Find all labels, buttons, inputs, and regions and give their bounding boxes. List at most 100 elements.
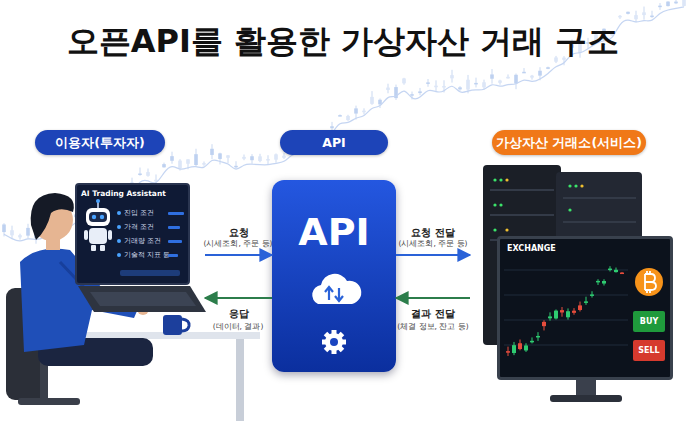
exchange-candles — [592, 291, 593, 297]
server-racks — [563, 221, 636, 223]
office-chair — [40, 360, 48, 400]
button-label: SELL — [633, 340, 665, 361]
arrow-detail: (체결 정보, 잔고 등) — [397, 322, 468, 332]
arrow-label: 결과 전달 — [411, 307, 454, 321]
background-candles — [570, 44, 574, 47]
background-candles — [410, 94, 414, 96]
exchange-candles — [610, 266, 611, 271]
background-candles — [26, 228, 30, 236]
server-racks — [493, 178, 577, 231]
background-candles — [242, 157, 246, 159]
background-candles — [346, 116, 350, 120]
background-candles — [338, 115, 342, 117]
robot-icon — [100, 245, 105, 251]
background-candles — [682, 0, 686, 6]
bitcoin-icon — [635, 268, 663, 296]
exchange-candles — [614, 270, 618, 272]
background-candles — [236, 161, 237, 169]
background-candles — [202, 163, 206, 165]
server-racks — [563, 197, 636, 199]
robot-icon — [84, 199, 112, 251]
exchange-candles — [604, 279, 605, 285]
laptop-screen: AI Trading Assistant진입 조건가격 조건거래량 조건기술적 … — [75, 183, 190, 285]
section-pill: 가상자산 거래소(서비스) — [492, 130, 646, 155]
user-region: 이용자(투자자) AI Trading Assistant진입 조건가격 조건거래… — [10, 128, 205, 420]
coffee-mug — [182, 319, 189, 331]
sell-button: SELL — [633, 340, 665, 361]
exchange-candles — [586, 297, 587, 305]
office-chair — [18, 398, 80, 405]
robot-icon — [108, 230, 112, 240]
api-label: API — [272, 210, 396, 254]
background-candles — [178, 161, 182, 169]
background-candles — [258, 156, 262, 161]
coffee-mug — [163, 315, 182, 335]
robot-icon — [86, 208, 110, 226]
exchange-candles — [518, 343, 522, 349]
exchange-candles — [554, 311, 558, 319]
exchange-candles — [504, 295, 628, 296]
background-candles — [450, 75, 454, 78]
background-candles — [370, 97, 374, 104]
background-candles — [434, 86, 438, 88]
cloud-sync-icon — [312, 274, 361, 304]
gear-icon — [322, 340, 346, 345]
api-box: API — [272, 180, 396, 372]
robot-icon — [92, 215, 96, 219]
background-candles — [642, 12, 646, 15]
exchange-candles — [566, 311, 570, 317]
exchange-candles — [596, 281, 600, 283]
server-racks — [499, 203, 502, 206]
background-candles — [562, 58, 566, 60]
background-candles — [354, 108, 358, 113]
desk — [236, 339, 244, 421]
server-racks — [493, 228, 496, 231]
server-racks — [493, 203, 496, 206]
background-candles — [466, 80, 470, 90]
background-candles — [506, 77, 510, 79]
section-pill: API — [280, 130, 388, 155]
exchange-candles — [568, 308, 569, 319]
exchange-candles — [550, 312, 551, 320]
robot-icon — [97, 202, 99, 208]
background-candles — [282, 156, 286, 158]
background-candles — [458, 87, 462, 89]
exchange-candles — [520, 339, 521, 350]
exchange-candles — [506, 351, 510, 353]
exchange-candles — [616, 268, 617, 273]
background-candles — [442, 86, 446, 88]
background-candles — [170, 156, 174, 161]
exchange-candles — [538, 332, 539, 341]
exchange-candles — [504, 345, 628, 346]
bitcoin-icon — [635, 268, 663, 296]
coffee-mug — [163, 315, 189, 335]
exchange-candles — [526, 343, 527, 352]
background-candles — [674, 2, 678, 4]
server-racks — [568, 184, 571, 187]
robot-icon — [89, 228, 107, 244]
background-candles — [162, 164, 166, 167]
buy-button: BUY — [633, 311, 665, 332]
background-candles — [218, 153, 222, 159]
screen-bars — [168, 226, 180, 229]
background-candles — [578, 43, 582, 53]
exchange-candles — [532, 337, 533, 343]
background-candles — [194, 154, 198, 165]
cloud-sync-icon — [325, 287, 343, 301]
exchange-candles — [544, 320, 545, 330]
section-pill: 이용자(투자자) — [35, 130, 165, 155]
screen-bars — [120, 270, 180, 276]
background-candles — [530, 76, 534, 78]
exchange-candles — [622, 272, 623, 274]
background-candles — [474, 83, 478, 85]
exchange-candles — [504, 270, 628, 271]
screen-bars — [168, 254, 178, 257]
background-candles — [2, 224, 6, 232]
laptop-keyboard — [78, 286, 206, 312]
server-racks — [568, 208, 571, 211]
flow-arrow — [396, 254, 470, 256]
background-candles — [362, 111, 366, 113]
background-candles — [10, 230, 14, 235]
gear-icon — [324, 332, 345, 353]
